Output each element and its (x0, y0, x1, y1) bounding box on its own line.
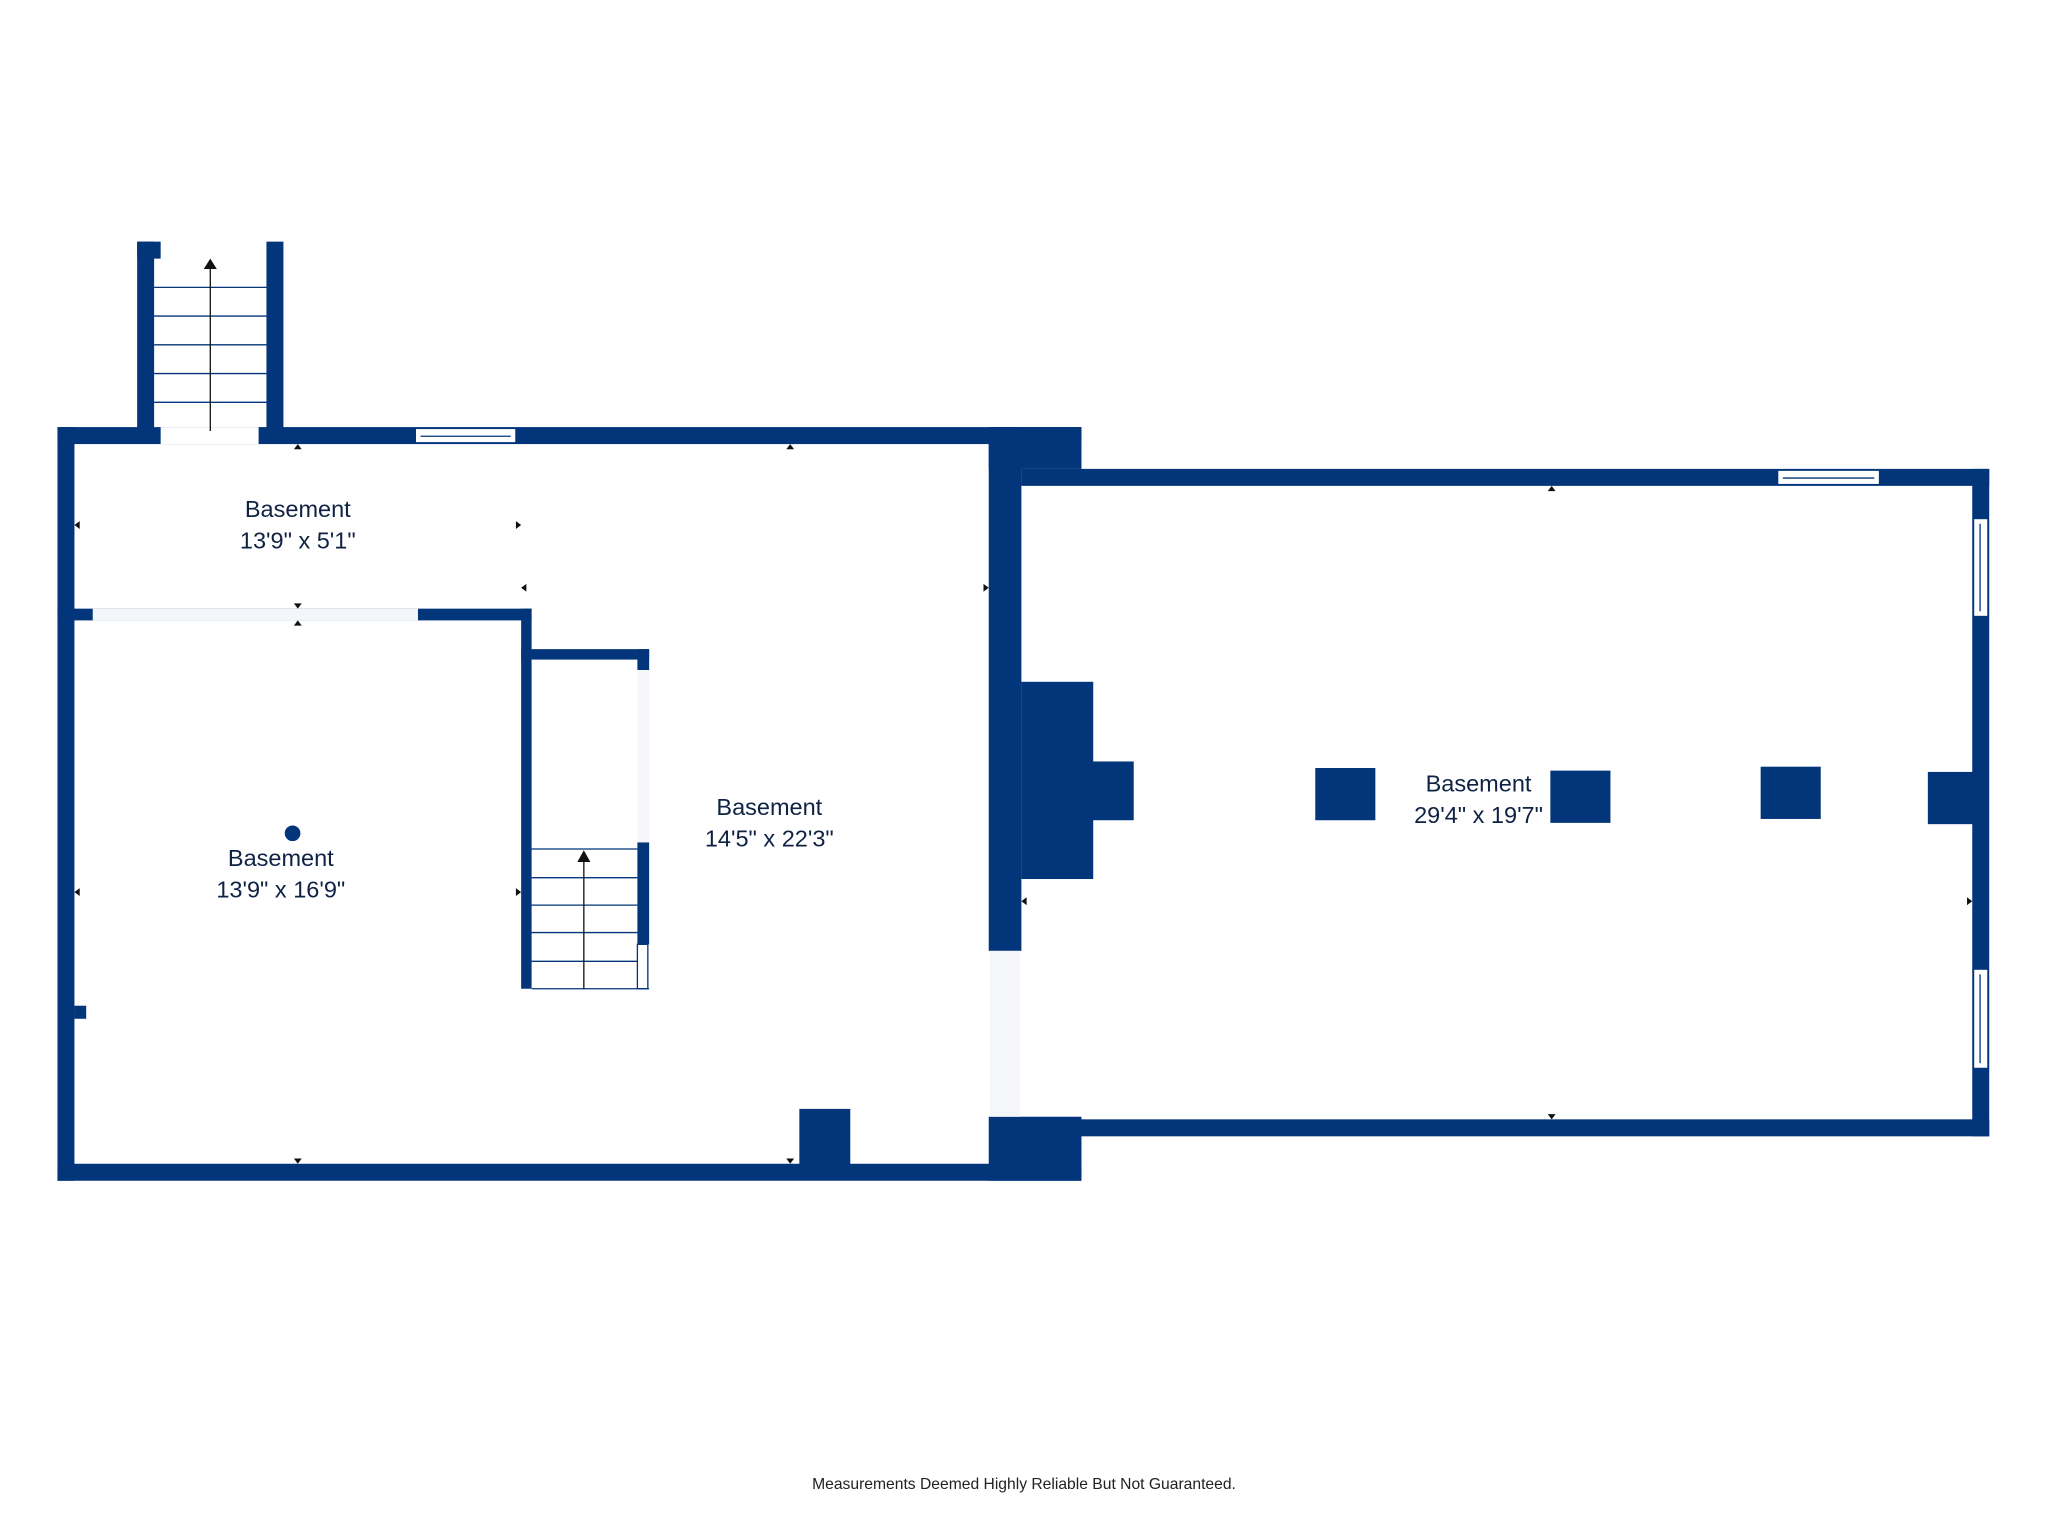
stairwell-wall-left (137, 241, 155, 432)
stair-wall-top (521, 649, 650, 660)
column (1550, 770, 1611, 823)
doorway-between-wings (990, 950, 1021, 1117)
room-name: Basement (228, 845, 334, 871)
stair-wall-right-upper (637, 649, 650, 671)
wall-divider-top-block (988, 427, 1082, 469)
exterior-stairs (154, 258, 267, 432)
stair-opening (637, 670, 650, 843)
room-label-basement-2: Basement 13'9" x 16'9" (216, 845, 345, 902)
interior-opening (92, 608, 418, 621)
interior-stairs (531, 848, 650, 990)
stairwell-opening (160, 427, 259, 445)
room-dimensions: 29'4" x 19'7" (1414, 802, 1543, 828)
stair-up-arrow-icon (577, 850, 591, 863)
room-label-basement-3: Basement 14'5" x 22'3" (705, 794, 834, 851)
column (1927, 771, 1974, 825)
column (1760, 766, 1821, 819)
windows (414, 427, 1989, 1070)
room-dimensions: 13'9" x 16'9" (216, 876, 345, 902)
stairwell-wall-left-cap (137, 241, 161, 259)
stair-up-arrow-icon (203, 258, 217, 270)
room-dimensions: 14'5" x 22'3" (705, 825, 834, 851)
wall-top-left (57, 427, 1082, 445)
room-name: Basement (1426, 771, 1532, 797)
wall-divider (988, 427, 1022, 951)
wall-top-right (1021, 468, 1990, 486)
room-name: Basement (716, 794, 822, 820)
wall-stub (74, 1005, 87, 1019)
room-label-basement-1: Basement 13'9" x 5'1" (240, 496, 356, 553)
walls (57, 241, 1990, 1181)
wall-bottom-left (57, 1163, 1082, 1181)
column (1315, 768, 1376, 821)
room-label-basement-4: Basement 29'4" x 19'7" (1414, 771, 1543, 828)
interior-wall-vertical (521, 608, 532, 989)
stairwell-wall-right (266, 241, 284, 432)
chimney-ledge (1091, 761, 1134, 821)
room-dimensions: 13'9" x 5'1" (240, 528, 356, 554)
fixture-dot (284, 825, 301, 842)
wall-block-bottom (799, 1108, 851, 1166)
stair-wall-right-lower (637, 842, 650, 945)
stair-rail (636, 943, 649, 990)
dimension-markers (74, 444, 1973, 1164)
chimney (1021, 681, 1094, 880)
wall-left-outer (57, 427, 75, 1181)
room-name: Basement (245, 496, 351, 522)
wall-bottom-right (1021, 1119, 1990, 1137)
disclaimer: Measurements Deemed Highly Reliable But … (812, 1476, 1236, 1493)
